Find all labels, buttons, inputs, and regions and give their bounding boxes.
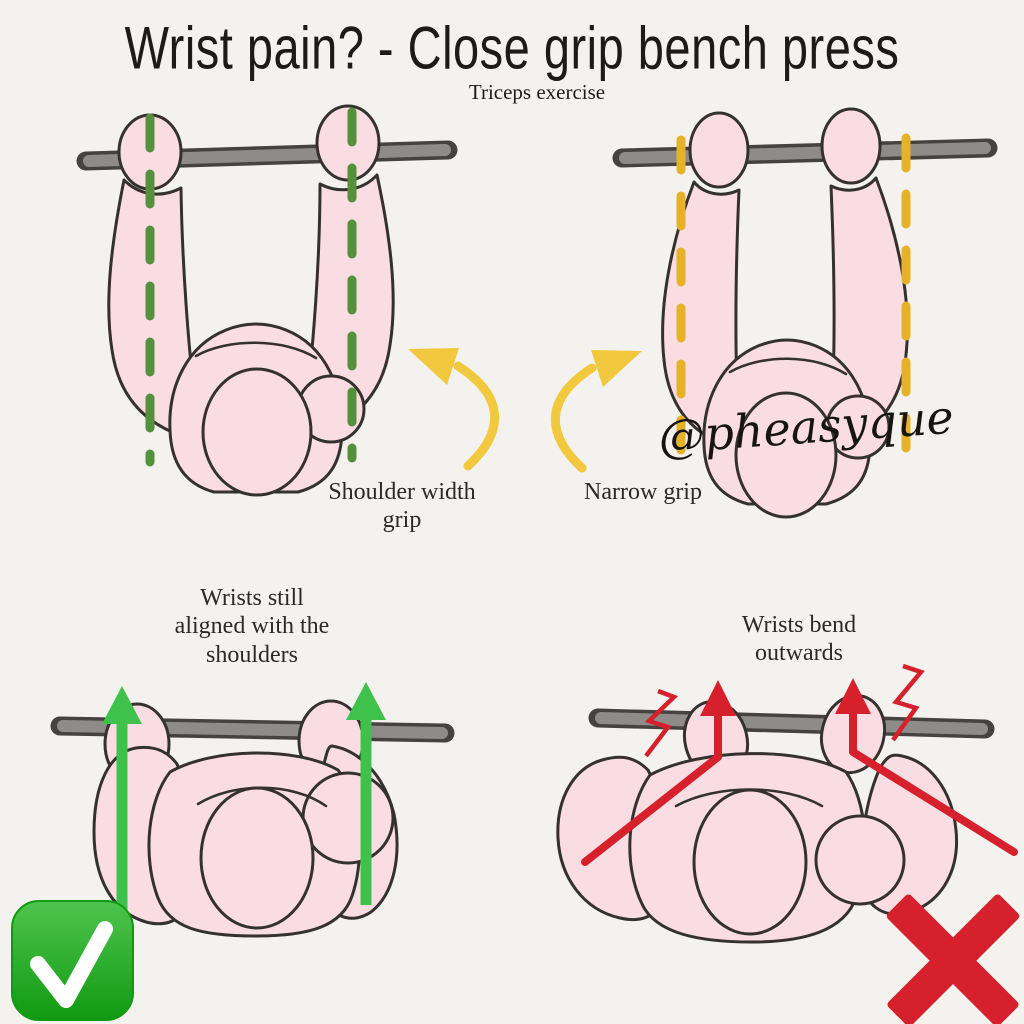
label-line: Narrow grip [584, 479, 702, 505]
head [201, 367, 313, 497]
head [734, 391, 838, 519]
right-forearm [301, 771, 395, 865]
up-arrow-icon-right [346, 682, 386, 905]
cross-icon [886, 894, 1020, 1024]
right-forearm [814, 814, 906, 906]
figure-wrists-bend [556, 663, 1018, 944]
bent-arrow-icon-left [581, 680, 736, 866]
right-fist [820, 107, 882, 185]
chest-line [728, 357, 848, 376]
label-wrists-bend: Wrists bend outwards [742, 611, 856, 668]
label-wrists-aligned: Wrists still aligned with the shoulders [175, 584, 330, 669]
label-line: Shoulder width [328, 479, 476, 505]
label-shoulder-width-grip: Shoulder width grip [328, 478, 475, 535]
head [692, 788, 808, 936]
label-line: Wrists still [200, 585, 304, 611]
subtitle: Triceps exercise [468, 80, 606, 104]
chest-line [194, 341, 318, 360]
page-title: Wrist pain? - Close grip bench press [124, 13, 900, 82]
left-fist [688, 111, 750, 189]
head [199, 786, 315, 930]
bent-arrow-icon-right [835, 678, 1018, 856]
strain-mark-right [891, 663, 925, 742]
curved-arrow-icon-shoulder-width [408, 348, 499, 471]
label-line: shoulders [205, 641, 298, 668]
figure-wrists-aligned [50, 682, 455, 958]
strain-mark-left [644, 688, 679, 758]
figure-narrow-grip [612, 107, 998, 519]
label-line: outwards [755, 640, 843, 667]
curved-arrow-icon-narrow-grip [551, 350, 642, 473]
label-line: grip [382, 507, 422, 534]
figure-shoulder-width-grip [76, 104, 458, 497]
label-line: aligned with the [174, 613, 330, 640]
check-icon [11, 900, 134, 1021]
label-line: Wrists bend [741, 612, 857, 638]
label-narrow-grip: Narrow grip [584, 478, 702, 506]
